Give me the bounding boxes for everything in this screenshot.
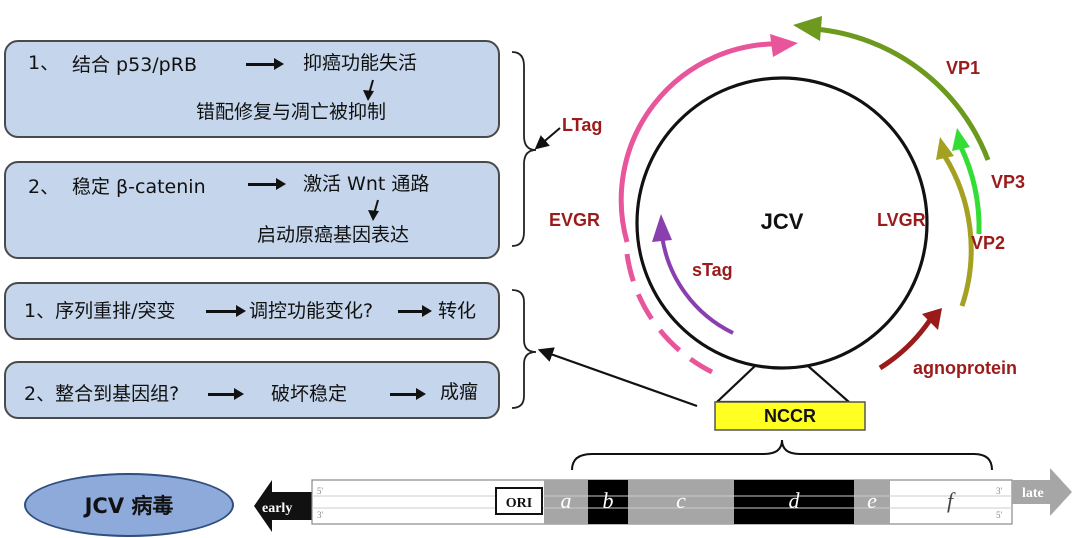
ori-label: ORI [506,496,532,511]
vp2-label: VP2 [971,233,1005,253]
nccr-label: NCCR [764,406,816,426]
segment-a-block [544,480,588,524]
ori-box [495,487,543,515]
box4-arrow-2 [390,388,426,400]
box2-number: 2、 [28,176,60,198]
late-arrow [1012,468,1072,516]
box1-down-arrow [363,79,374,101]
nccr-box [714,401,866,431]
early-label: early [262,501,292,516]
segment-a-label: a [561,488,572,513]
ltag-pointer-arrow [534,127,561,150]
jcv-virus-label: JCV 病毒 [24,473,234,537]
box1-arrow-right [246,58,284,70]
segment-e-block [854,480,890,524]
ltag-mechanism-box-1 [4,40,500,138]
strand-5prime-left: 5' [317,486,324,496]
segment-b-block [588,480,628,524]
box2-result: 启动原癌基因表达 [257,224,410,246]
box4-step1: 2、整合到基因组? [24,383,180,405]
box3-step1: 1、序列重排/突变 [24,300,176,322]
box2-effect: 激活 Wnt 通路 [303,173,430,195]
stag-label: sTag [692,260,733,280]
early-arrow [254,480,312,532]
evgr-label: EVGR [549,210,600,230]
box1-result: 错配修复与凋亡被抑制 [196,101,387,123]
box4-step2: 破坏稳定 [271,383,348,405]
strand-3prime-right: 3' [996,486,1003,496]
nccr-pointer-arrow [537,347,698,408]
nccr-expansion-brace [571,439,993,471]
vp3-label: VP3 [991,172,1025,192]
box3-step2: 调控功能变化? [249,300,374,322]
genome-circle [635,76,929,370]
stag-arrowhead [652,214,672,242]
segment-e-label: e [867,488,877,513]
box2-arrow-right [248,178,286,190]
brace-upper [511,51,537,247]
segment-d-label: d [789,488,801,513]
brace-lower [511,289,537,409]
vp3-arrowhead [952,128,970,151]
ltag-arc [618,41,783,243]
ltag-label: LTag [562,115,602,135]
jcv-virus-text: JCV 病毒 [84,494,174,518]
segment-d-block [734,480,854,524]
strand-3prime-left: 3' [317,510,324,520]
box2-down-arrow [368,199,379,221]
vp2-arc [941,153,974,307]
agnoprotein-label: agnoprotein [913,358,1017,378]
box4-step3: 成瘤 [440,381,479,403]
box3-step3: 转化 [438,300,477,322]
vp2-arrowhead [936,137,954,160]
box1-number: 1、 [28,52,60,74]
agnoprotein-arc [878,318,933,371]
box1-effect: 抑癌功能失活 [303,52,418,74]
vp1-arrowhead [793,16,822,41]
box4-arrow-1 [208,388,244,400]
stag-arc [660,235,734,335]
ltag-mechanism-box-2 [4,161,500,259]
segment-c-label: c [676,488,686,513]
box3-arrow-1 [206,305,246,317]
agnoprotein-arrowhead [922,308,942,330]
ltag-arrowhead [770,34,798,57]
segment-f-label: f [947,488,956,513]
vp3-arc [957,143,982,235]
box3-arrow-2 [398,305,432,317]
nccr-connector [714,365,852,404]
segment-c-block [628,480,734,524]
genome-center-label: JCV [761,209,804,234]
box2-cause: 稳定 β-catenin [72,176,206,198]
vp1-arc [814,26,991,161]
vp1-label: VP1 [946,58,980,78]
box1-cause: 结合 p53/pRB [72,54,197,76]
strand-5prime-right: 5' [996,510,1003,520]
ltag-dashed-tail [624,253,714,375]
segment-b-label: b [603,488,614,513]
late-label: late [1022,486,1044,501]
lvgr-label: LVGR [877,210,926,230]
